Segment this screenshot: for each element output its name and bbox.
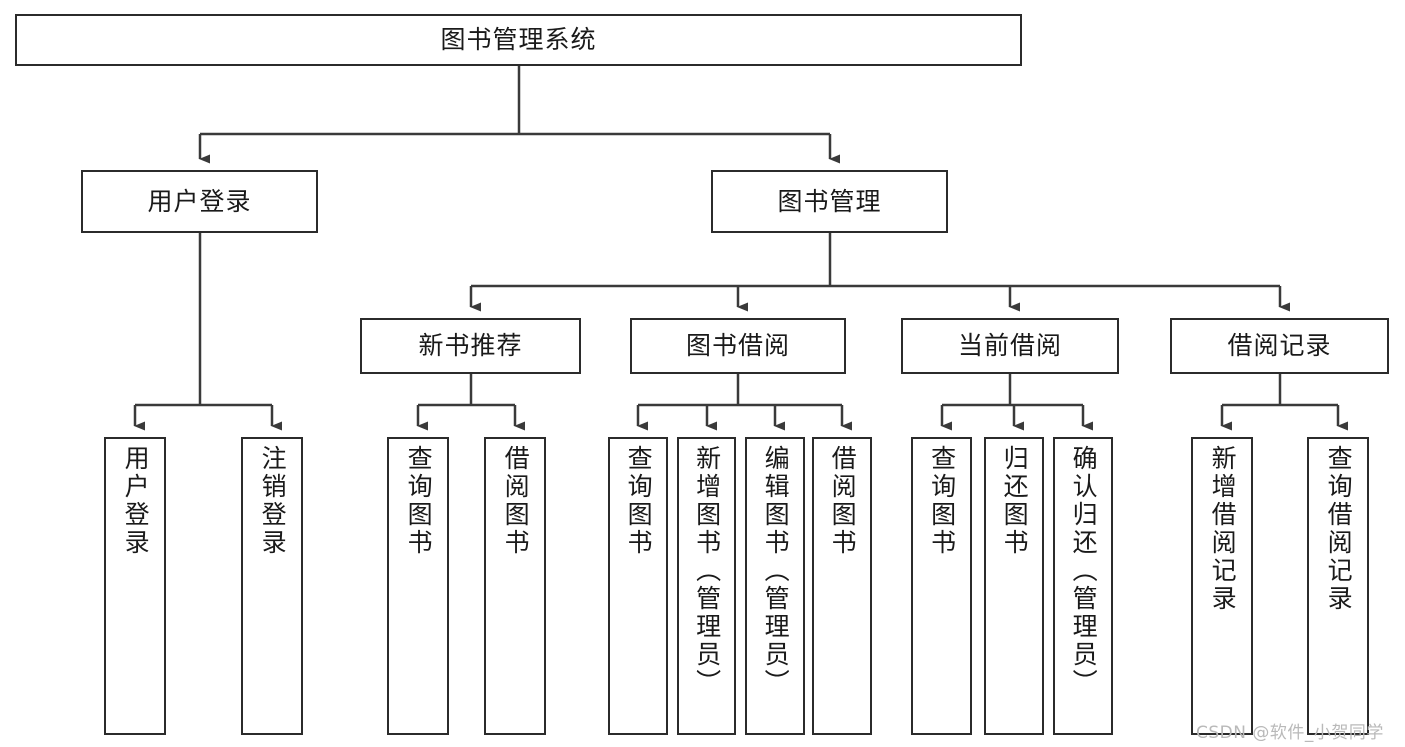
node-label: 借阅图书 [828,445,858,557]
node-leaf-edit-book[interactable]: 编辑图书（管理员） [745,437,805,735]
node-borrow-record[interactable]: 借阅记录 [1170,318,1389,374]
node-label: 新增借阅记录 [1208,445,1238,613]
node-label: 图书管理 [777,186,882,216]
node-leaf-logout[interactable]: 注销登录 [241,437,303,735]
node-label: 确认归还（管理员） [1069,445,1099,697]
node-label: 用户登录 [147,186,252,216]
node-leaf-return-book[interactable]: 归还图书 [984,437,1044,735]
node-label: 借阅记录 [1227,331,1332,361]
node-leaf-query-record[interactable]: 查询借阅记录 [1307,437,1369,735]
node-root[interactable]: 图书管理系统 [15,14,1022,66]
node-label: 图书借阅 [685,331,790,361]
node-label: 图书管理系统 [440,25,597,55]
node-label: 注销登录 [258,445,288,557]
node-label: 编辑图书（管理员） [761,445,791,697]
node-leaf-query-book-3[interactable]: 查询图书 [911,437,972,735]
node-label: 查询图书 [927,445,957,557]
node-leaf-add-book[interactable]: 新增图书（管理员） [677,437,736,735]
node-leaf-borrow-book-1[interactable]: 借阅图书 [484,437,546,735]
node-label: 用户登录 [121,445,151,557]
node-label: 当前借阅 [957,331,1062,361]
node-leaf-add-record[interactable]: 新增借阅记录 [1191,437,1253,735]
node-current-borrow[interactable]: 当前借阅 [901,318,1119,374]
node-leaf-user-login[interactable]: 用户登录 [104,437,166,735]
node-user-login[interactable]: 用户登录 [81,170,318,233]
node-label: 查询图书 [624,445,654,557]
node-label: 新书推荐 [418,331,523,361]
node-leaf-query-book-1[interactable]: 查询图书 [387,437,449,735]
node-label: 归还图书 [1000,445,1030,557]
node-book-borrow[interactable]: 图书借阅 [630,318,846,374]
node-leaf-query-book-2[interactable]: 查询图书 [608,437,668,735]
node-label: 新增图书（管理员） [692,445,722,697]
node-label: 查询借阅记录 [1324,445,1354,613]
node-leaf-confirm-return[interactable]: 确认归还（管理员） [1053,437,1113,735]
node-label: 查询图书 [404,445,434,557]
node-book-manage[interactable]: 图书管理 [711,170,948,233]
node-new-book-rec[interactable]: 新书推荐 [360,318,581,374]
node-leaf-borrow-book-2[interactable]: 借阅图书 [812,437,872,735]
watermark-label: CSDN @软件_小贺同学 [1196,723,1384,743]
node-label: 借阅图书 [501,445,531,557]
